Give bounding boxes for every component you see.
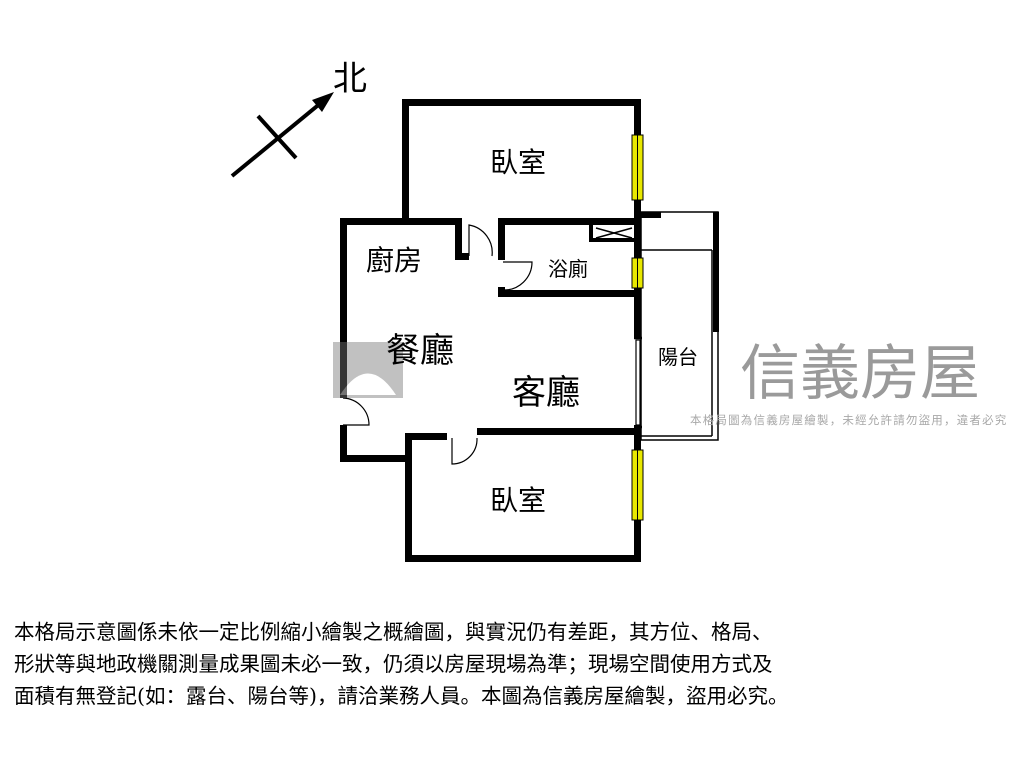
room-bedroom-bottom: 臥室 <box>490 484 546 517</box>
caption-line: 形狀等與地政機關測量成果圖未必一致，仍須以房屋現場為準；現場空間使用方式及 <box>14 652 773 676</box>
room-bedroom-top: 臥室 <box>490 146 546 179</box>
room-balcony: 陽台 <box>658 345 698 369</box>
room-bathroom: 浴廁 <box>548 257 588 281</box>
north-label: 北 <box>333 59 367 99</box>
windows <box>631 134 644 521</box>
room-kitchen: 廚房 <box>366 244 422 277</box>
watermark-notice: 本格局圖為信義房屋繪製，未經允許請勿盜用，違者必究 <box>690 413 1008 427</box>
caption-line: 本格局示意圖係未依一定比例縮小繪製之概繪圖，與實況仍有差距，其方位、格局、 <box>14 620 773 644</box>
vent-icon <box>595 227 633 239</box>
floor-plan: 北 <box>230 59 1008 562</box>
sliding-door <box>634 336 642 429</box>
north-arrow-icon <box>230 92 334 178</box>
caption-line: 面積有無登記(如：露台、陽台等)，請洽業務人員。本圖為信義房屋繪製，盜用必究。 <box>14 684 789 708</box>
room-dining: 餐廳 <box>386 331 454 371</box>
watermark-brand: 信義房屋 <box>740 339 980 409</box>
watermark-logo <box>333 342 403 398</box>
balcony-outline <box>640 211 719 441</box>
disclaimer-caption: 本格局示意圖係未依一定比例縮小繪製之概繪圖，與實況仍有差距，其方位、格局、 形狀… <box>14 616 1014 712</box>
doors <box>342 224 533 465</box>
room-living: 客廳 <box>512 373 580 413</box>
